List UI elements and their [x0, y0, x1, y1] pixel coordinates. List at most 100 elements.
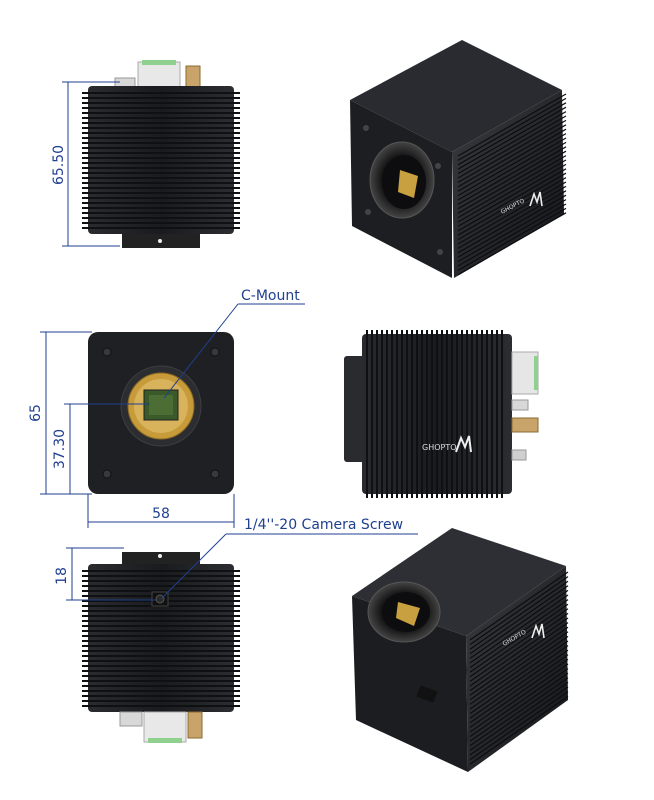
iso1-top-face [350, 40, 562, 152]
fin [426, 330, 428, 498]
fin [421, 330, 423, 498]
fin [82, 157, 240, 159]
fin [469, 649, 569, 719]
iso-view-front: GHOPTO [350, 40, 567, 278]
fin [457, 177, 567, 241]
mount-hole [158, 239, 162, 243]
fin [469, 677, 569, 747]
fin [82, 640, 240, 642]
fin [457, 137, 567, 201]
fin [469, 617, 569, 687]
fin [457, 168, 567, 232]
fin [469, 608, 569, 678]
fin [469, 603, 569, 673]
bottom-view [82, 552, 240, 743]
fin [82, 102, 240, 104]
side-logo-text: GHOPTO [422, 443, 457, 452]
fin [401, 330, 403, 498]
logo-mark-icon [455, 435, 472, 453]
fin [82, 700, 240, 702]
fin [469, 631, 569, 701]
fin [457, 133, 567, 197]
fin [481, 330, 483, 498]
fin [457, 155, 567, 219]
fin [82, 610, 240, 612]
top-height-label: 65.50 [51, 145, 67, 185]
fin [469, 654, 569, 724]
fin [82, 570, 240, 572]
io-connector-tab [142, 60, 176, 65]
fin [82, 192, 240, 194]
fin [82, 92, 240, 94]
fin [436, 330, 438, 498]
fin [82, 217, 240, 219]
fin [457, 141, 567, 205]
c-mount-label: C-Mount [241, 288, 300, 304]
fin [457, 93, 567, 157]
top-view-fins [82, 92, 240, 229]
fin [82, 575, 240, 577]
fin [469, 645, 569, 715]
io-connector [137, 61, 181, 91]
fin [82, 127, 240, 129]
fin [82, 665, 240, 667]
bottom-screw-label: 18 [54, 567, 70, 585]
fin [486, 330, 488, 498]
fin [469, 626, 569, 696]
fin [471, 330, 473, 498]
fin [469, 691, 569, 761]
side-view: GHOPTO [344, 330, 539, 498]
fin [82, 177, 240, 179]
fin [457, 194, 567, 258]
front-center-label: 37.30 [52, 429, 68, 469]
fin [82, 132, 240, 134]
fin [457, 146, 567, 210]
fin [82, 645, 240, 647]
fin [82, 147, 240, 149]
fin [82, 670, 240, 672]
fin [82, 122, 240, 124]
fin [457, 97, 567, 161]
fin [441, 330, 443, 498]
fin [457, 106, 567, 170]
fin [82, 655, 240, 657]
fin [469, 695, 569, 765]
fin [451, 330, 453, 498]
fin [82, 117, 240, 119]
fin [456, 330, 458, 498]
fin [457, 212, 567, 276]
fin [82, 685, 240, 687]
fin [469, 622, 569, 692]
camera-screw-callout: 1/4''-20 Camera Screw [161, 517, 418, 599]
fin [376, 330, 378, 498]
fin [391, 330, 393, 498]
fin [82, 142, 240, 144]
fin [82, 162, 240, 164]
front-center-dimension: 37.30 [52, 403, 150, 494]
camera-screw-label: 1/4''-20 Camera Screw [244, 517, 403, 533]
fin [457, 128, 567, 192]
side-screw-connector [511, 417, 539, 433]
fin [82, 695, 240, 697]
fin [457, 181, 567, 245]
fin [82, 197, 240, 199]
fin [457, 150, 567, 214]
fin [469, 686, 569, 756]
fin [411, 330, 413, 498]
fin [491, 330, 493, 498]
fin [82, 680, 240, 682]
fin [406, 330, 408, 498]
fin [82, 137, 240, 139]
fin [457, 190, 567, 254]
fin [82, 202, 240, 204]
fin [469, 635, 569, 705]
fin [82, 705, 240, 707]
top-height-dimension: 65.50 [51, 81, 120, 247]
fin [82, 107, 240, 109]
front-view [88, 332, 234, 494]
logo-mark-icon [529, 191, 543, 207]
fin [457, 119, 567, 183]
fin [396, 330, 398, 498]
fin [457, 115, 567, 179]
bottom-lens-mount [122, 552, 200, 566]
